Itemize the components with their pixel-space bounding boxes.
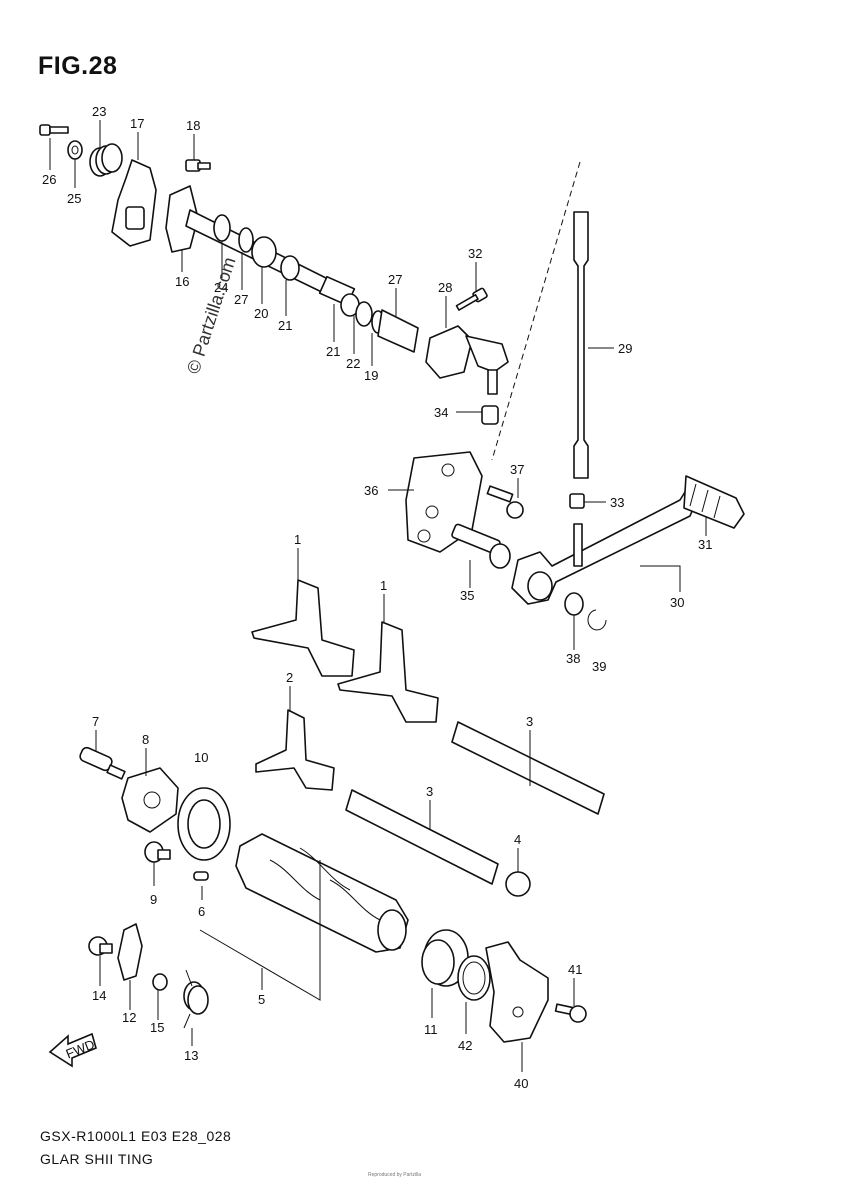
washer-20 (251, 236, 277, 268)
label-24: 24 (214, 280, 228, 295)
label-26: 26 (42, 172, 56, 187)
label-36: 36 (364, 483, 378, 498)
label-9: 9 (150, 892, 157, 907)
plate-17 (111, 159, 157, 247)
washer-15 (152, 973, 168, 991)
dashed-guide (491, 161, 581, 461)
label-2: 2 (286, 670, 293, 685)
bolt-41 (554, 1003, 587, 1023)
label-5: 5 (258, 992, 265, 1007)
footpeg-31 (683, 475, 745, 529)
label-8: 8 (142, 732, 149, 747)
leader-lines (49, 120, 707, 1072)
fwd-arrow-icon: FWD (48, 1032, 97, 1068)
spring-13 (183, 969, 209, 1029)
bolt-37 (486, 485, 524, 519)
label-17: 17 (130, 116, 144, 131)
label-3-lower: 3 (426, 784, 433, 799)
nut-34 (481, 405, 499, 425)
label-33: 33 (610, 495, 624, 510)
bearing-10 (177, 787, 231, 861)
washer-27-upper (238, 227, 254, 253)
label-31: 31 (698, 537, 712, 552)
label-6: 6 (198, 904, 205, 919)
pin-7 (79, 746, 126, 780)
oil-seal-22 (355, 301, 373, 327)
label-21-left: 21 (278, 318, 292, 333)
label-40: 40 (514, 1076, 528, 1091)
label-18: 18 (186, 118, 200, 133)
bolt-26 (39, 124, 69, 136)
shift-rod-29 (573, 211, 589, 479)
shift-arm-16 (165, 185, 199, 253)
bushing-21-upper (280, 255, 300, 281)
label-12: 12 (122, 1010, 136, 1025)
bolt-14 (88, 936, 113, 956)
label-27-left: 27 (234, 292, 248, 307)
nut-33 (569, 493, 585, 509)
cap-4 (505, 871, 531, 897)
shaft-3-lower (345, 789, 499, 885)
label-42: 42 (458, 1038, 472, 1053)
shift-cam-5 (235, 833, 409, 953)
label-19: 19 (364, 368, 378, 383)
shaft-end-27 (377, 309, 419, 353)
label-37: 37 (510, 462, 524, 477)
plate-40 (485, 941, 549, 1043)
bolt-18 (185, 159, 211, 172)
stopper-8 (121, 767, 179, 833)
spring-23 (89, 143, 123, 177)
washer-25 (67, 140, 83, 160)
label-1-upper: 1 (294, 532, 301, 547)
label-29: 29 (618, 341, 632, 356)
label-13: 13 (184, 1048, 198, 1063)
model-code: GSX-R1000L1 E03 E28_028 (40, 1128, 232, 1144)
label-10: 10 (194, 750, 208, 765)
bolt-32 (455, 287, 488, 311)
shift-arm-28 (425, 325, 473, 379)
label-32: 32 (468, 246, 482, 261)
bolt-9 (144, 841, 171, 863)
label-15: 15 (150, 1020, 164, 1035)
pin-6 (193, 871, 209, 881)
spring-24 (213, 214, 231, 242)
label-41: 41 (568, 962, 582, 977)
pivot-bolt-35 (451, 523, 511, 569)
shift-fork-1-lower (337, 621, 439, 723)
label-35: 35 (460, 588, 474, 603)
label-23: 23 (92, 104, 106, 119)
label-20: 20 (254, 306, 268, 321)
callout-labels: 26 25 23 17 18 16 24 27 20 21 21 22 19 2… (42, 104, 712, 1091)
label-38: 38 (566, 651, 580, 666)
label-1-lower: 1 (380, 578, 387, 593)
label-21-right: 21 (326, 344, 340, 359)
section-name: GLAR SHII TING (40, 1151, 154, 1167)
figure-title: FIG.28 (38, 52, 118, 80)
shift-fork-2 (255, 709, 335, 791)
label-39: 39 (592, 659, 606, 674)
label-14: 14 (92, 988, 106, 1003)
shaft-3-upper (451, 721, 605, 815)
label-34: 34 (434, 405, 448, 420)
label-25: 25 (67, 191, 81, 206)
stopper-12 (117, 923, 143, 981)
label-11: 11 (424, 1022, 438, 1037)
label-28: 28 (438, 280, 452, 295)
shift-fork-1-upper (251, 579, 355, 677)
washer-38 (564, 592, 584, 616)
label-22: 22 (346, 356, 360, 371)
label-27-right: 27 (388, 272, 402, 287)
label-3-upper: 3 (526, 714, 533, 729)
rod-end-28 (465, 335, 509, 373)
label-4: 4 (514, 832, 521, 847)
label-16: 16 (175, 274, 189, 289)
label-30: 30 (670, 595, 684, 610)
clip-39 (587, 609, 607, 631)
label-7: 7 (92, 714, 99, 729)
tiny-print: Reproduced by Partzilla (368, 1172, 422, 1178)
